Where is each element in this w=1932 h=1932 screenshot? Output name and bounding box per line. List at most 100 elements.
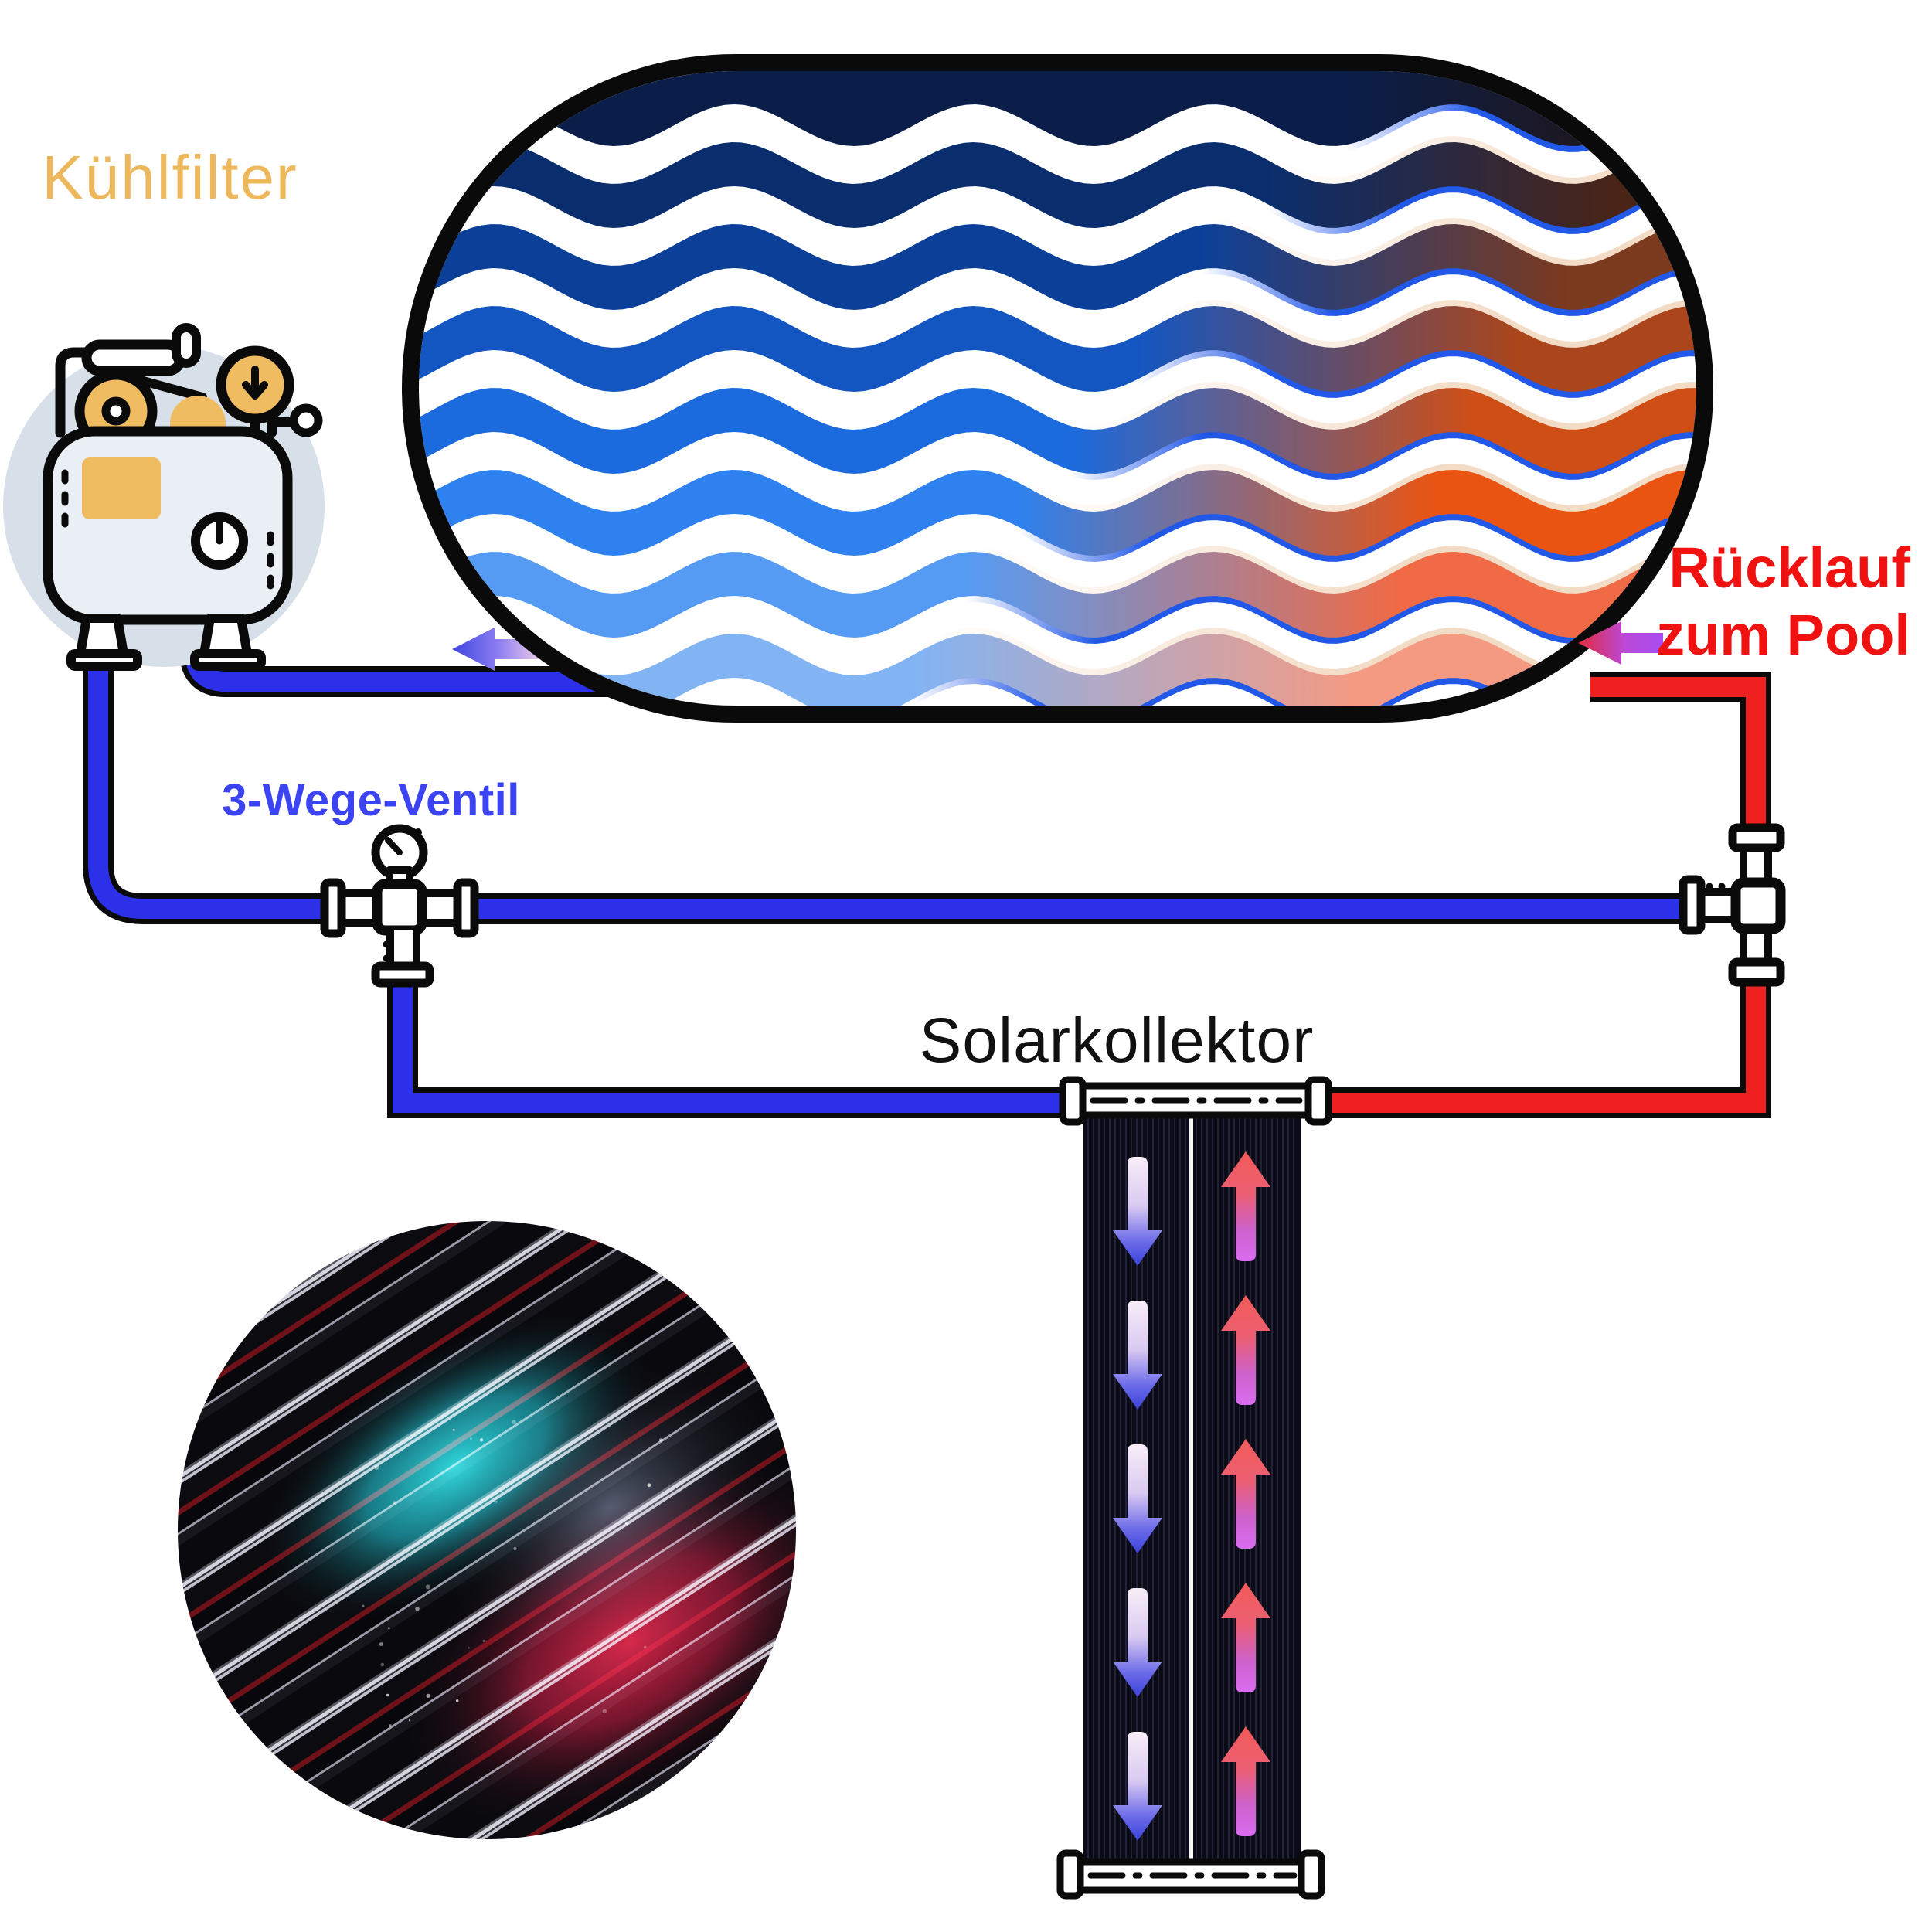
sparkle-dot [513, 1546, 517, 1551]
sparkle-dot [512, 1420, 516, 1424]
pool-wave-stripe [419, 306, 1696, 392]
tube-stripe [178, 1221, 711, 1529]
pool [402, 54, 1713, 723]
pool-wave-stripe [419, 470, 1696, 556]
valve-gauge-needle [385, 837, 403, 855]
pump-handle [172, 323, 201, 368]
tee-flange-top [1728, 823, 1785, 852]
pool-wave-stripe [419, 634, 1696, 706]
sparkle-dot [393, 1501, 396, 1505]
up-arrow-icon [1221, 1583, 1270, 1692]
tee-body [1730, 877, 1786, 934]
pump-leg-right [199, 614, 252, 658]
sparkle-dot [426, 1693, 430, 1698]
pump-tank-panel [82, 457, 161, 519]
sparkle-dot [389, 1724, 392, 1727]
up-arrow-icon [1221, 1439, 1270, 1549]
tube-stripe [178, 1221, 760, 1604]
sparkle-dot [624, 1628, 628, 1631]
three-way-valve-label: 3-Wege-Ventil [222, 775, 520, 825]
tube-stripe [178, 1221, 725, 1549]
collector-flow-arrows [1113, 1151, 1270, 1841]
pool-wave-stripe [419, 142, 1696, 228]
pump-outlet-knob [289, 403, 323, 437]
sparkle-dot [380, 1662, 385, 1667]
collector-closeup-inset [159, 1202, 815, 1858]
tee-flange-left [1679, 875, 1706, 935]
sparkle-dot [362, 1604, 365, 1607]
valve-flange-right [453, 878, 479, 938]
tube-stripe [178, 1221, 763, 1608]
inset-teal-glow [257, 1311, 655, 1623]
pool-border [402, 54, 1713, 723]
pool-wave-stripe [419, 388, 1696, 474]
sparkle-dot [379, 1642, 383, 1646]
sparkle-dot [415, 1607, 420, 1611]
tube-stripe [178, 1221, 764, 1611]
tee-dot [1706, 883, 1713, 890]
sparkle-dot [470, 1437, 472, 1440]
sparkle-dot [553, 1563, 557, 1567]
pipe-valve-to-collector [393, 971, 1083, 1113]
solar-collector [1056, 1076, 1332, 1900]
valve-body [372, 879, 427, 936]
sparkle-dot [386, 1693, 389, 1697]
up-arrow-icon [1221, 1295, 1270, 1405]
sparkle-dot [647, 1483, 651, 1488]
tee-valve-icon [1679, 823, 1786, 987]
down-arrow-icon [1113, 1588, 1162, 1697]
tube-stripe [178, 1221, 735, 1566]
down-arrow-icon [1113, 1157, 1162, 1266]
pump-muffler [81, 339, 186, 376]
sparkle-dot [452, 1428, 455, 1431]
sparkle-dot [425, 1584, 430, 1590]
pump-pulley-hub [101, 396, 131, 426]
valve-gauge-dot [414, 828, 422, 836]
tee-left-tube-fill [1701, 895, 1736, 917]
valve-flange-bottom [371, 961, 434, 988]
sparkle-dot [482, 1639, 486, 1643]
tube-stripe [178, 1221, 727, 1554]
pump-tank [43, 426, 293, 625]
collector-top-flange-left [1059, 1076, 1087, 1126]
pool-wave-stripe [419, 224, 1696, 310]
tee-flange-bottom [1728, 957, 1785, 987]
cool-filter-label: Kühlfilter [42, 143, 298, 212]
tube-stripe [178, 1221, 709, 1526]
tank-ticks [61, 469, 274, 590]
pool-wave-stripe [419, 71, 1696, 146]
sparkle-dot [628, 1512, 633, 1517]
sparkle-dot [455, 1699, 459, 1702]
sparkle-dot [625, 1521, 629, 1526]
tee-dot [1718, 883, 1726, 890]
pool-wave-pattern [419, 71, 1696, 706]
sparkle-dot [468, 1647, 470, 1649]
collector-bottom-flange-left [1056, 1849, 1084, 1900]
tube-stripe [178, 1221, 713, 1533]
gauge-down-arrow [242, 366, 268, 400]
tube-stripe [178, 1221, 758, 1601]
inset-photo [178, 1221, 796, 1839]
collector-bottom-flange-right [1298, 1849, 1325, 1900]
sparkle-dot [374, 1465, 379, 1470]
solar-collector-label: Solarkollektor [919, 1005, 1315, 1076]
down-arrow-icon [1113, 1732, 1162, 1841]
flow-arrow-return-to-pool [1578, 621, 1663, 665]
down-arrow-icon [1113, 1444, 1162, 1553]
collector-top-flange-right [1304, 1076, 1332, 1126]
sparkle-dot [642, 1671, 645, 1674]
sparkle-dot [408, 1719, 411, 1722]
pump-outlet-tube [267, 417, 298, 437]
sparkle-dot [479, 1438, 484, 1442]
sparkle-dot [644, 1645, 647, 1649]
return-label-line1: Rücklauf [1668, 536, 1910, 600]
valve-flange-left [320, 878, 346, 938]
up-arrow-icon [1221, 1151, 1270, 1261]
down-arrow-icon [1113, 1301, 1162, 1410]
tube-stripe [178, 1221, 775, 1628]
return-to-pool-label: Rücklauf zum Pool [1547, 535, 1910, 668]
valve-dot [383, 954, 390, 962]
sparkle-dot [388, 1627, 390, 1630]
